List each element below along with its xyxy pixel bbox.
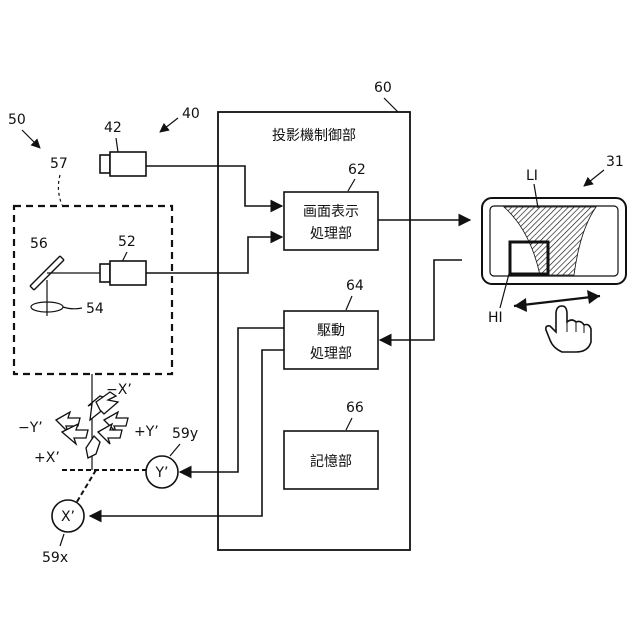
ref-50-arrow xyxy=(22,130,40,148)
drive-label-1: 駆動 xyxy=(317,323,345,339)
drive-label-2: 処理部 xyxy=(310,346,352,362)
ref-64-leader xyxy=(346,296,352,310)
ref-54-leader xyxy=(63,307,82,309)
label-hi: HI xyxy=(488,310,503,326)
ref-66-leader xyxy=(346,418,352,430)
ref-60: 60 xyxy=(374,80,392,96)
ref-54: 54 xyxy=(86,301,104,317)
ref-66: 66 xyxy=(346,400,364,416)
ref-40: 40 xyxy=(182,106,200,122)
camera-52-icon xyxy=(100,261,146,285)
housing-box xyxy=(14,206,172,374)
ref-40-arrow xyxy=(160,118,178,132)
storage-label: 記憶部 xyxy=(310,453,352,470)
ref-59x: 59x xyxy=(42,550,68,566)
ref-31-arrow xyxy=(584,170,604,186)
ref-52: 52 xyxy=(118,234,136,250)
ref-56: 56 xyxy=(30,236,48,252)
ref-60-leader xyxy=(384,98,398,112)
hand-pointer-icon[interactable] xyxy=(546,306,591,352)
ref-59x-leader xyxy=(60,534,64,546)
ref-59y: 59y xyxy=(172,426,198,442)
camera-42-icon xyxy=(100,152,146,176)
controller-title: 投影機制御部 xyxy=(272,128,356,144)
ref-57: 57 xyxy=(50,156,68,172)
axis-minus-y: −Y’ xyxy=(18,420,43,436)
motor-x-label: X’ xyxy=(61,509,75,525)
ref-57-leader xyxy=(58,175,62,205)
ref-31: 31 xyxy=(606,154,624,170)
image-display-label-1: 画面表示 xyxy=(303,204,359,220)
label-li: LI xyxy=(526,168,538,184)
axis-plus-y: +Y’ xyxy=(134,424,159,440)
camera-42-signal-line xyxy=(146,166,282,206)
axis-plus-x: +X’ xyxy=(34,450,60,466)
ref-62: 62 xyxy=(348,162,366,178)
ref-42: 42 xyxy=(104,120,122,136)
motor-y-label: Y’ xyxy=(154,465,168,481)
ref-50: 50 xyxy=(8,112,26,128)
ref-59y-leader xyxy=(170,444,180,456)
touch-input-line xyxy=(380,260,462,340)
image-display-label-2: 処理部 xyxy=(310,226,352,242)
ref-62-leader xyxy=(348,179,355,191)
ref-64: 64 xyxy=(346,278,364,294)
axis-minus-x: −X’ xyxy=(106,382,132,398)
camera-52-signal-line xyxy=(146,237,282,273)
ref-42-leader xyxy=(116,138,118,152)
